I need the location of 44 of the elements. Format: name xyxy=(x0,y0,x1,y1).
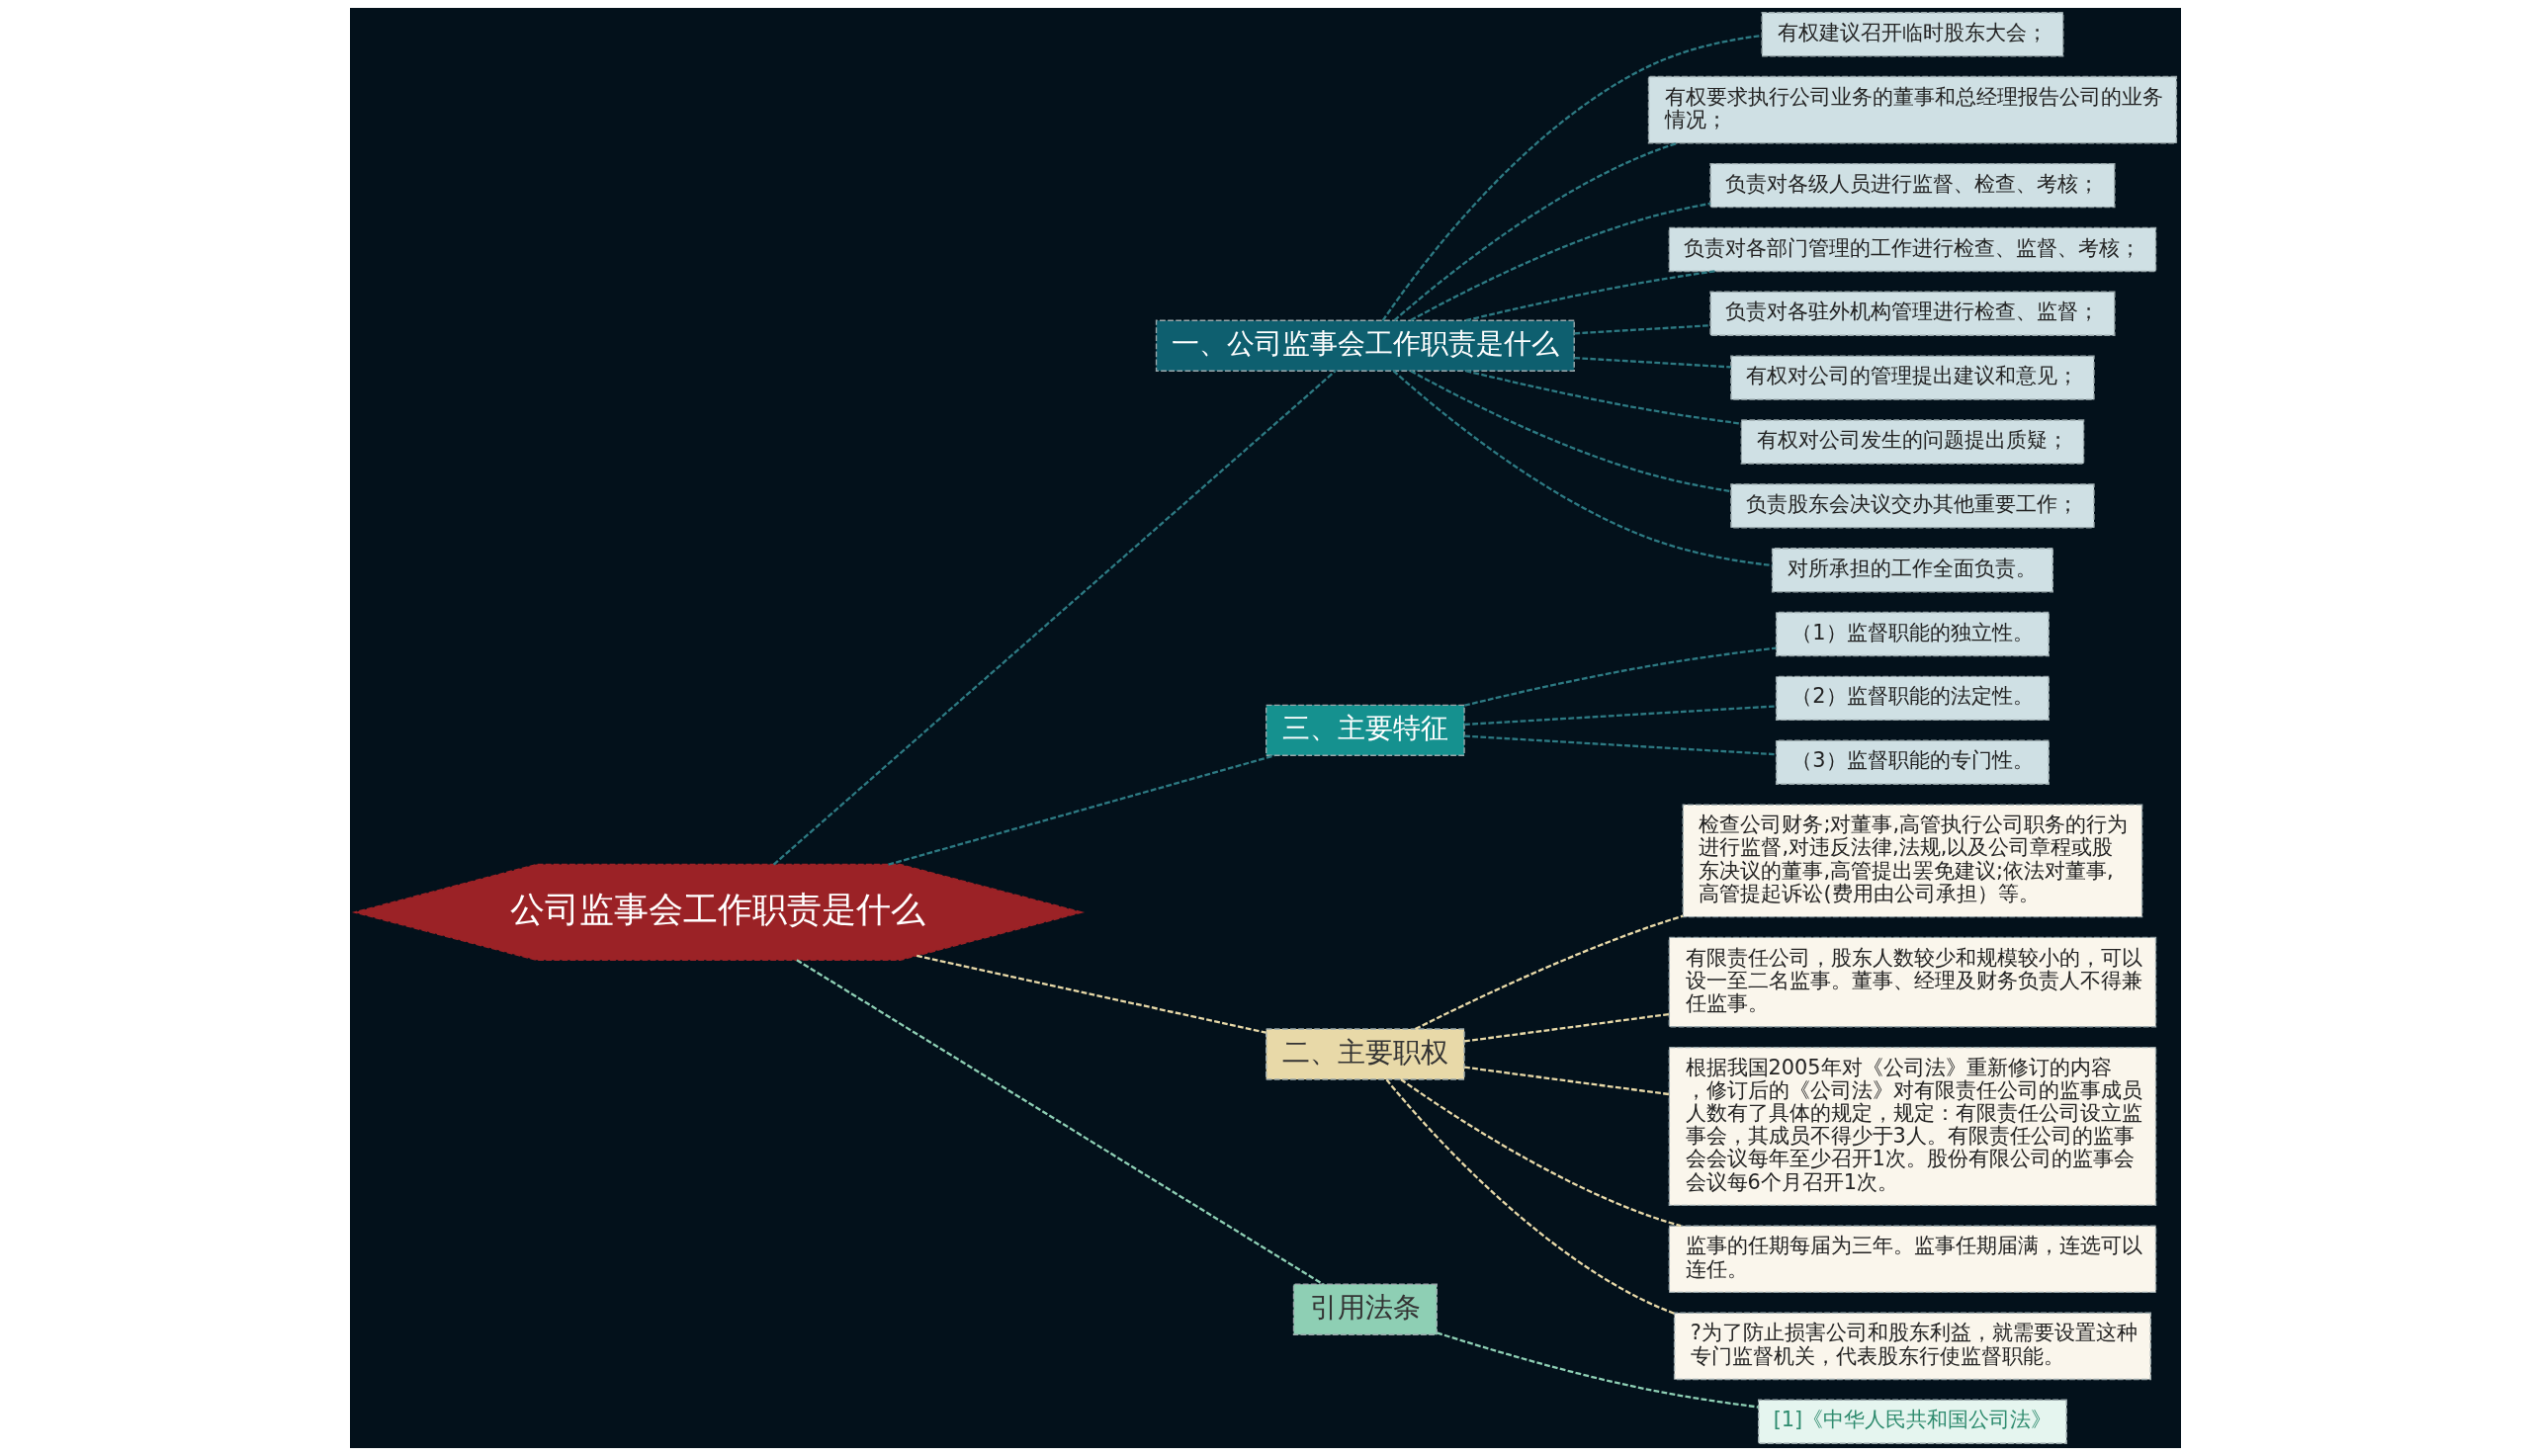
node-box: 有权对公司的管理提出建议和意见； xyxy=(1730,355,2095,400)
connector xyxy=(1464,734,1777,756)
connector xyxy=(1392,370,1773,567)
connector xyxy=(772,370,1337,866)
connector xyxy=(1574,324,1710,335)
connector xyxy=(888,754,1275,866)
connector xyxy=(1465,370,1742,425)
node-box: 监事的任期每届为三年。监事任期届满，连选可以连任。 xyxy=(1668,1225,2157,1294)
node-box: 引用法条 xyxy=(1292,1283,1438,1335)
connector xyxy=(1464,705,1777,727)
connector xyxy=(1437,1331,1759,1409)
node-box: 检查公司财务;对董事,高管执行公司职务的行为进行监督,对违反法律,法规,以及公司章程或股东决议的董事,高管提出罢免建议;依法对董事,高管提起诉讼(费用由公司承担）等。 xyxy=(1682,804,2143,918)
node-box: ?为了防止损害公司和股东利益，就需要设置这种专门监督机关，代表股东行使监督职能。 xyxy=(1673,1312,2151,1381)
connector xyxy=(1465,270,1715,322)
node-box: 有权建议召开临时股东大会； xyxy=(1761,12,2064,57)
node-box: 对所承担的工作全面负责。 xyxy=(1771,548,2053,593)
connector xyxy=(1385,1078,1675,1315)
node-box: 负责对各驻外机构管理进行检查、监督； xyxy=(1709,291,2116,336)
node-box: 有限责任公司，股东人数较少和规模较小的，可以设一至二名监事。董事、经理及财务负责人不得兼任监事。 xyxy=(1668,936,2157,1028)
connector xyxy=(1410,370,1731,493)
node-box: 三、主要特征 xyxy=(1266,704,1465,756)
node-box: 负责股东会决议交办其他重要工作； xyxy=(1730,483,2095,529)
node-box: （3）监督职能的专门性。 xyxy=(1775,739,2050,785)
node-box: 负责对各部门管理的工作进行检查、监督、考核； xyxy=(1668,226,2157,273)
connector xyxy=(1464,1012,1670,1043)
node-box: 有权对公司发生的问题提出质疑； xyxy=(1740,419,2085,465)
connector xyxy=(1464,646,1777,707)
node-box: （2）监督职能的法定性。 xyxy=(1775,675,2050,722)
connector xyxy=(1464,1066,1670,1096)
connector xyxy=(1414,914,1684,1031)
node-box: 根据我国2005年对《公司法》重新修订的内容，修订后的《公司法》对有限责任公司的监事成员人数有了具体的规定，规定：有限责任公司设立监事会，其成员不得少于3人。有限责任公司的监事会会议每年至少召开1次。股份有限公司的监事会会议每6个月召开1次。 xyxy=(1668,1046,2157,1207)
connector xyxy=(1381,34,1762,321)
node-box: [1]《中华人民共和国公司法》 xyxy=(1758,1399,2067,1444)
connector xyxy=(916,954,1266,1034)
node-box: 负责对各级人员进行监督、检查、考核； xyxy=(1709,162,2116,209)
connector xyxy=(1393,141,1678,321)
connector xyxy=(1410,202,1711,322)
connector xyxy=(1574,356,1731,369)
connector xyxy=(1400,1078,1682,1228)
node-box: 二、主要职权 xyxy=(1266,1028,1465,1080)
node-box: 有权要求执行公司业务的董事和总经理报告公司的业务情况； xyxy=(1647,75,2178,144)
node-box: 一、公司监事会工作职责是什么 xyxy=(1155,319,1575,372)
node-box: （1）监督职能的独立性。 xyxy=(1775,611,2050,657)
connector xyxy=(796,959,1324,1286)
